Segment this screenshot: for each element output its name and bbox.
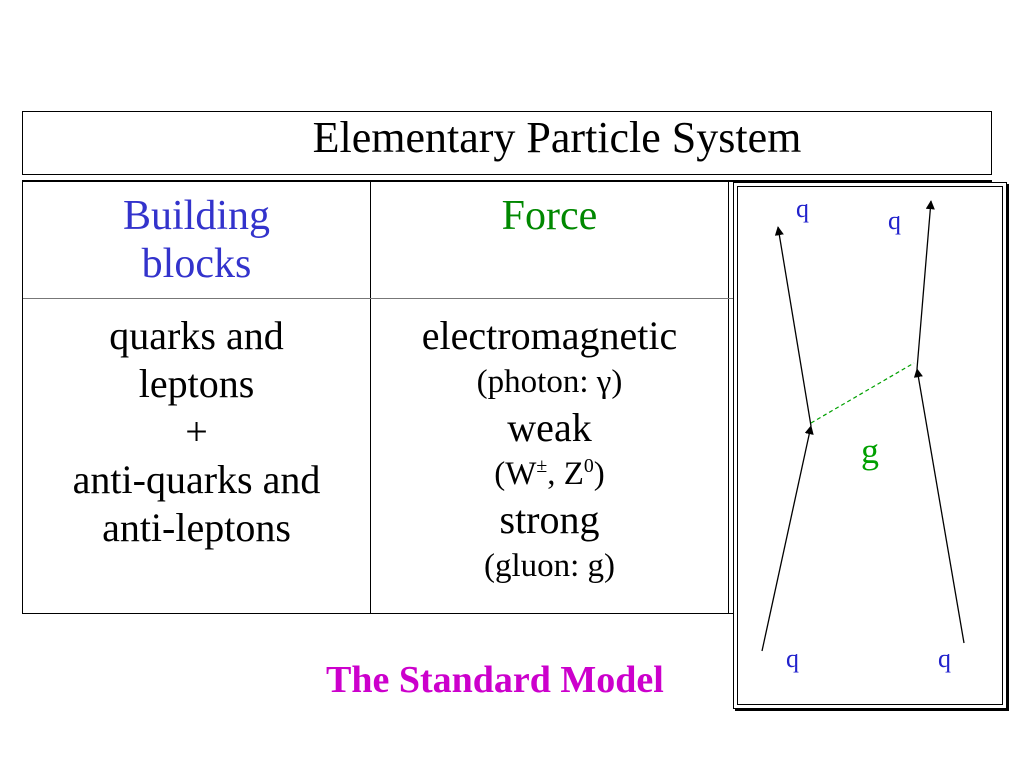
- force-em: electromagnetic: [421, 313, 678, 358]
- gluon-line: [810, 362, 915, 424]
- bb-plus: +: [185, 409, 208, 454]
- weak-carrier-zero: 0: [583, 455, 594, 477]
- weak-carrier-pm: ±: [536, 455, 548, 477]
- bb-line-4: anti-leptons: [102, 505, 291, 550]
- weak-carrier-close: ): [593, 456, 605, 492]
- bb-line-2: leptons: [138, 361, 255, 406]
- force-strong-carrier: (gluon: g): [483, 548, 616, 584]
- force-weak: weak: [507, 405, 592, 450]
- right-incoming-quark-line: [913, 368, 965, 644]
- header-building-blocks-text: Building blocks: [122, 193, 271, 287]
- diagram-frame: [737, 186, 1003, 705]
- quark-label-bottom-right: q: [938, 644, 951, 673]
- table-title: Elementary Particle System: [22, 111, 992, 175]
- left-incoming-quark-line: [761, 425, 814, 652]
- force-strong: strong: [499, 497, 600, 542]
- header-divider: [23, 298, 991, 299]
- right-outgoing-quark-line: [916, 200, 935, 370]
- left-outgoing-quark-line: [774, 226, 812, 427]
- quark-label-top-left: q: [796, 194, 809, 223]
- weak-carrier-z: , Z: [547, 456, 584, 492]
- header-force-text: Force: [501, 193, 598, 239]
- bb-line-3: anti-quarks and: [72, 457, 321, 502]
- gluon-label: g: [861, 431, 879, 471]
- title-text: Elementary Particle System: [312, 113, 802, 162]
- feynman-diagram-svg: q q q q g: [761, 194, 965, 673]
- weak-carrier-w: (W: [494, 456, 537, 492]
- force-em-carrier: (photon: γ): [476, 364, 623, 400]
- bb-line-1: quarks and: [109, 313, 284, 358]
- forces-cell: electromagnetic (photon: γ) weak (W±, Z0…: [371, 312, 728, 588]
- header-force: Force: [371, 192, 728, 240]
- building-blocks-cell: quarks and leptons + anti-quarks and ant…: [23, 312, 370, 552]
- header-building-blocks: Building blocks: [23, 192, 370, 288]
- force-weak-carrier: (W±, Z0): [371, 452, 728, 496]
- particle-table: Building blocks Force quarks and leptons…: [22, 180, 992, 614]
- column-divider-1: [370, 182, 371, 613]
- column-divider-2: [728, 182, 729, 613]
- footer-title: The Standard Model: [326, 659, 664, 701]
- quark-label-bottom-left: q: [786, 644, 799, 673]
- quark-label-top-right: q: [888, 206, 901, 235]
- feynman-diagram: q q q q g: [733, 182, 1007, 709]
